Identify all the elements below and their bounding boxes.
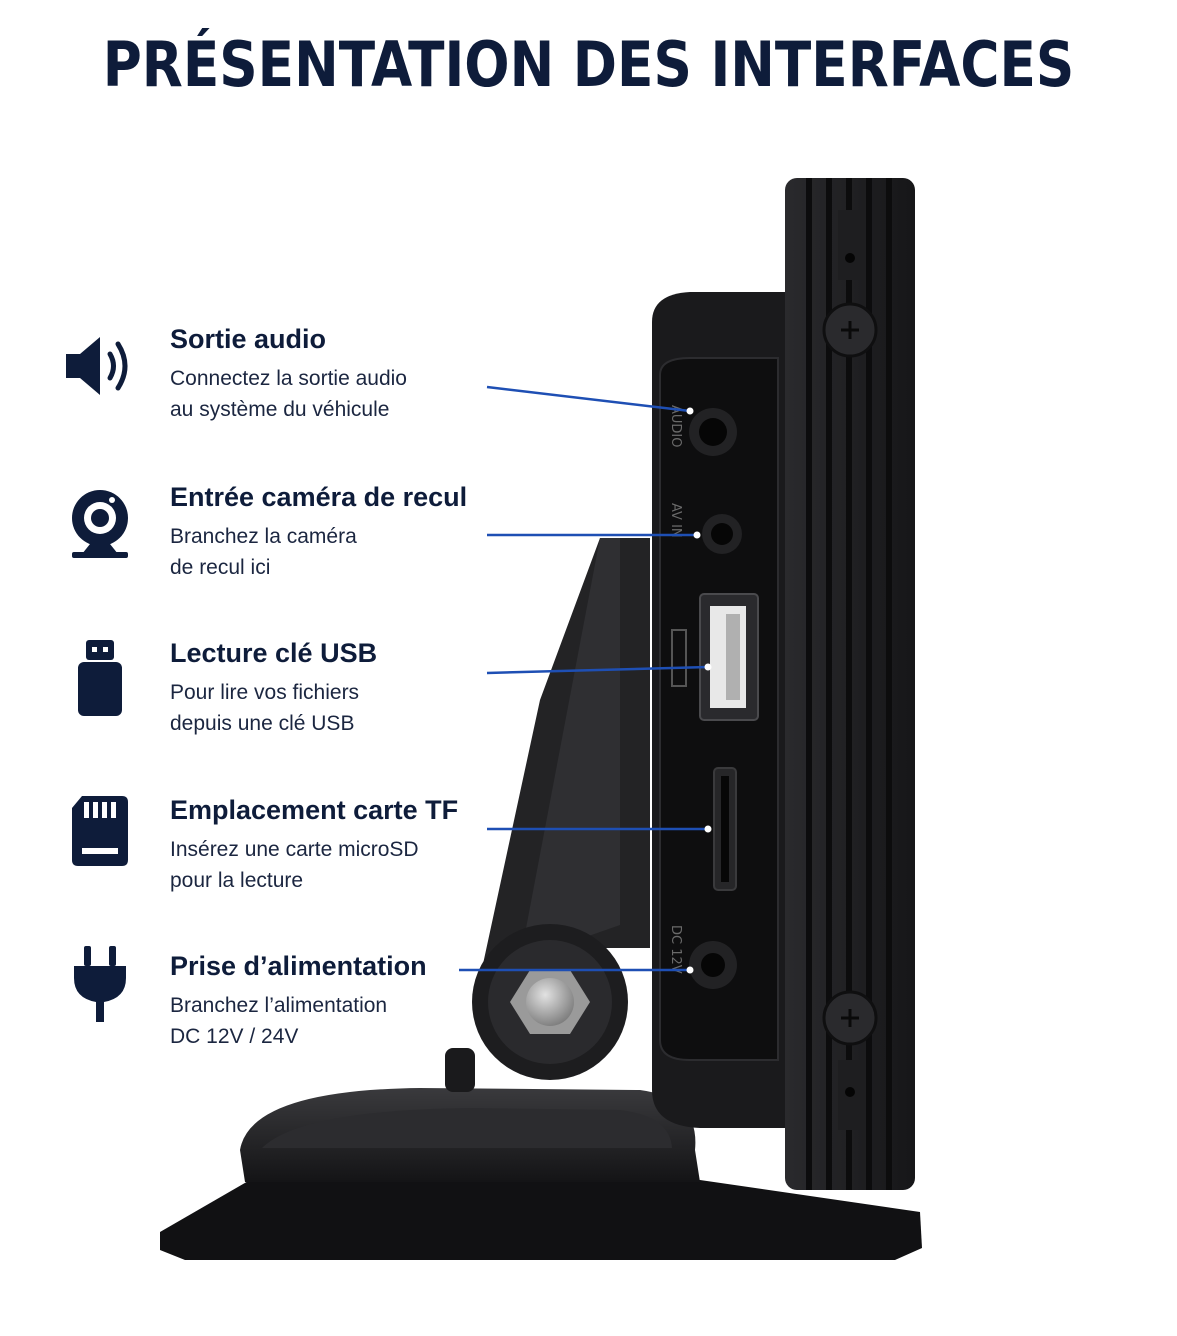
speaker-icon	[66, 337, 128, 395]
port-tf-slot	[713, 767, 737, 891]
mount-base	[160, 1048, 922, 1260]
port-label-av-in: AV IN	[668, 503, 683, 538]
port-label-audio: AUDIO	[668, 405, 683, 448]
feature-power-socket: Prise d’alimentation Branchez l’alimenta…	[170, 951, 500, 1052]
device-body	[652, 178, 915, 1190]
sd-card-icon	[72, 796, 128, 866]
feature-description: Connectez la sortie audio au système du …	[170, 367, 407, 421]
webcam-icon	[72, 490, 128, 558]
feature-description: Pour lire vos fichiers depuis une clé US…	[170, 681, 360, 735]
usb-stick-icon	[78, 640, 122, 716]
port-label-dc: DC 12V	[668, 925, 683, 974]
mount-arm	[472, 538, 650, 1080]
power-plug-icon	[74, 946, 126, 1022]
callout-line-usb	[486, 665, 709, 675]
feature-audio-output: Sortie audio Connectez la sortie audio a…	[170, 324, 500, 425]
feature-title: Lecture clé USB	[170, 638, 378, 668]
feature-tf-card-slot: Emplacement carte TF Insérez une carte m…	[170, 795, 500, 896]
feature-usb-reader: Lecture clé USB Pour lire vos fichiers d…	[170, 638, 500, 739]
feature-title: Emplacement carte TF	[170, 795, 459, 825]
feature-rear-camera-input: Entrée caméra de recul Branchez la camér…	[170, 482, 500, 583]
port-usb	[671, 593, 759, 721]
port-audio: AUDIO	[668, 405, 737, 456]
callout-lines	[459, 385, 712, 974]
callout-line-audio	[486, 385, 691, 413]
feature-title: Entrée caméra de recul	[170, 482, 468, 512]
port-dc: DC 12V	[668, 925, 737, 989]
feature-title: Prise d’alimentation	[170, 951, 427, 981]
page-title: PRÉSENTATION DES INTERFACES	[102, 28, 1075, 101]
feature-description: Branchez l’alimentation DC 12V / 24V	[170, 994, 388, 1048]
feature-description: Branchez la caméra de recul ici	[170, 525, 357, 579]
feature-description: Insérez une carte microSD pour la lectur…	[170, 838, 419, 892]
port-av-in: AV IN	[668, 503, 742, 554]
feature-title: Sortie audio	[170, 324, 327, 354]
